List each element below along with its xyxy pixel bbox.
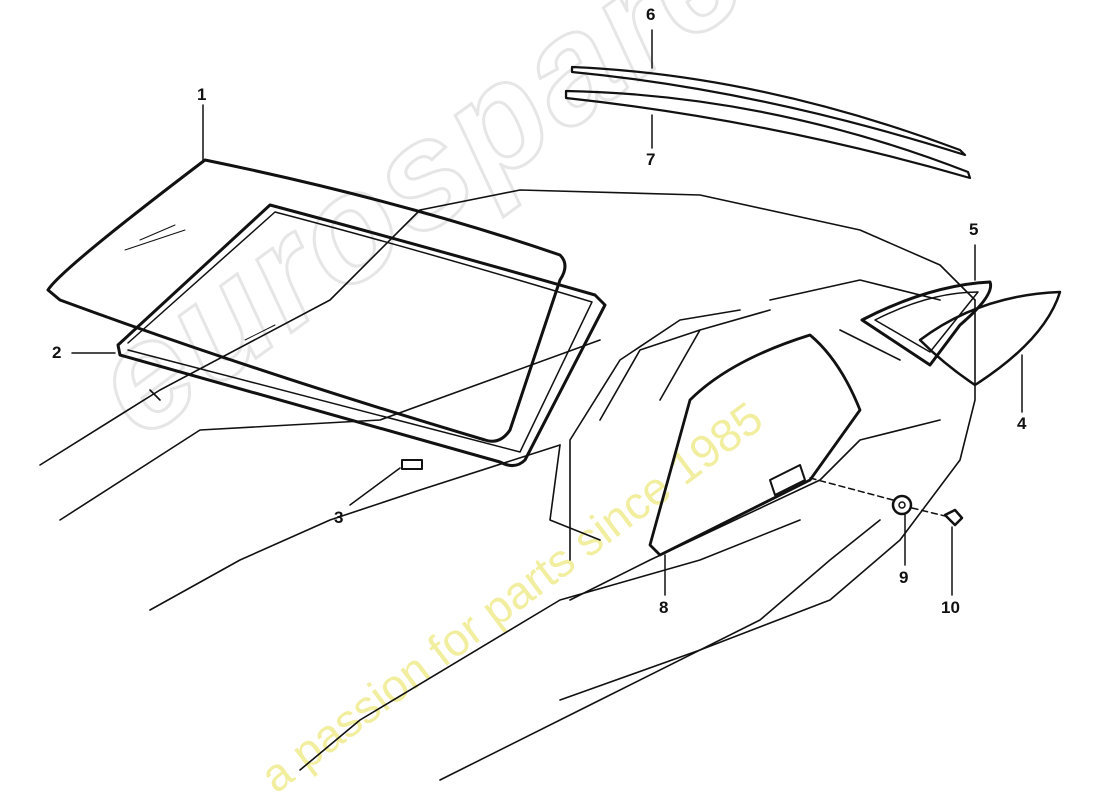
- callout-2: 2: [52, 343, 62, 362]
- callout-5: 5: [969, 220, 979, 239]
- callout-6: 6: [646, 5, 656, 24]
- callout-8: 8: [659, 598, 669, 617]
- clip-nut-9: [891, 494, 913, 516]
- callout-3: 3: [334, 508, 344, 527]
- callout-1: 1: [197, 85, 207, 104]
- roof-trim-strip-7: [564, 89, 972, 180]
- callout-7: 7: [646, 150, 656, 169]
- callout-9: 9: [899, 568, 909, 587]
- callout-10: 10: [941, 598, 960, 617]
- leader-lines: [71, 29, 1023, 596]
- windshield-1: [46, 158, 567, 443]
- screw-10: [943, 508, 964, 527]
- quarter-window-seal-5: [860, 280, 993, 367]
- mirror-mount-3: [401, 459, 423, 470]
- windshield-seal-2: [116, 203, 607, 467]
- roof-trim-strip-6: [570, 65, 967, 157]
- door-window-8: [648, 333, 862, 557]
- callout-4: 4: [1017, 414, 1027, 433]
- quarter-window-4: [918, 290, 1062, 387]
